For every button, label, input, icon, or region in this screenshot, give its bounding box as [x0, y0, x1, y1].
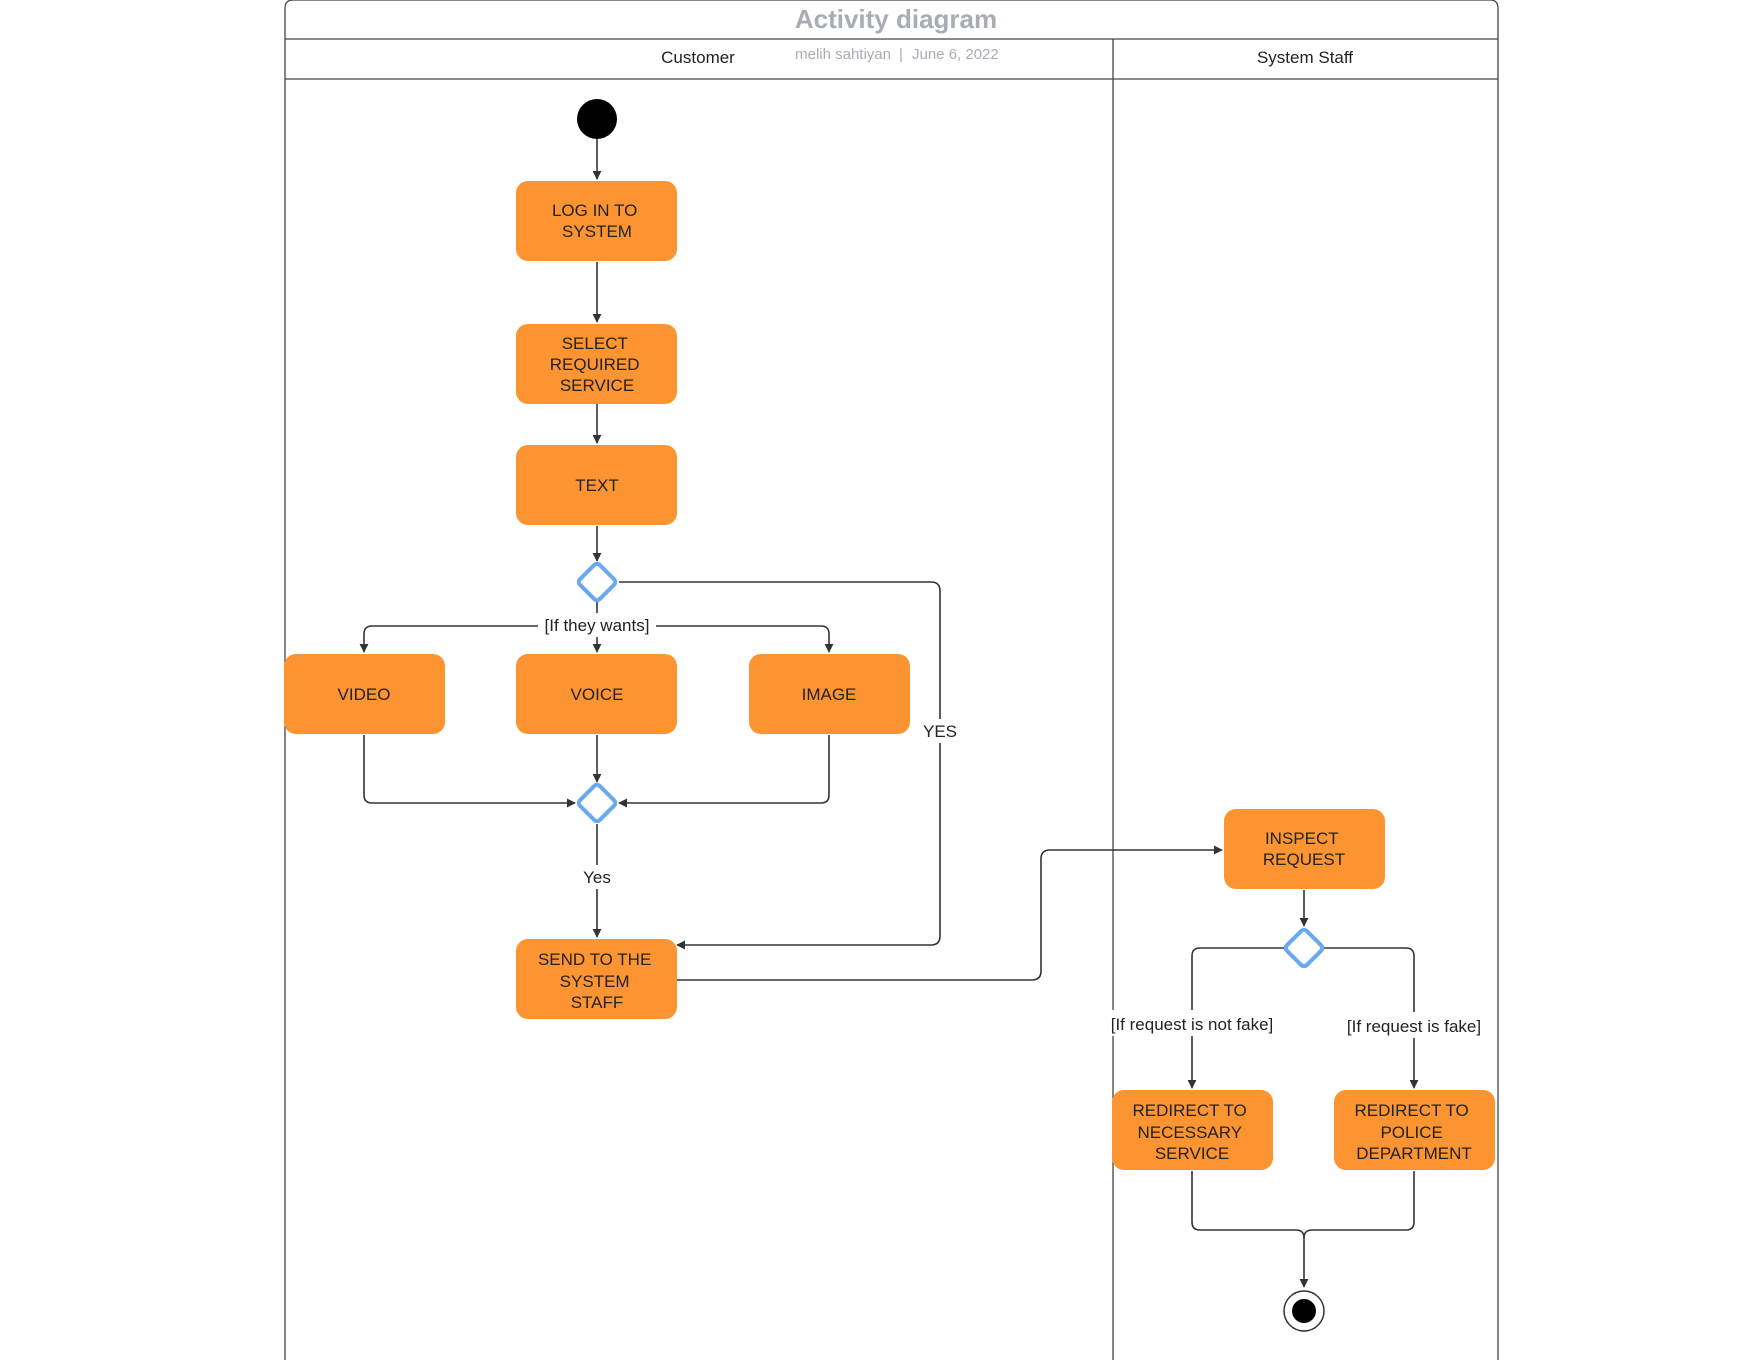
- activity-redirect-police-line-1: REDIRECT TO: [1354, 1101, 1468, 1120]
- activity-video: VIDEO: [284, 654, 445, 734]
- activity-voice: VOICE: [516, 654, 677, 734]
- svg-text:SEND TO THE SYSTEM: SEND TO THE SYSTEM STAFF: [538, 950, 656, 1012]
- activity-redirect-service-line-2: NECESSARY: [1138, 1123, 1242, 1142]
- activity-redirect-service: REDIRECT TO NECESSARY SERVICE: [1112, 1090, 1273, 1170]
- activity-video-label: VIDEO: [338, 685, 391, 704]
- activity-select-service: SELECT REQUIRED SERVICE: [516, 324, 677, 404]
- activity-redirect-police-line-2: POLICE: [1380, 1123, 1442, 1142]
- diagram-title: Activity diagram: [795, 4, 997, 34]
- activity-send-to-staff: SEND TO THE SYSTEM STAFF: [516, 939, 677, 1019]
- edge-police-join: [1303, 1171, 1415, 1239]
- label-yes-upper: YES: [923, 722, 957, 741]
- activity-send-line-3: STAFF: [571, 993, 624, 1012]
- activity-send-line-2: SYSTEM: [560, 972, 630, 991]
- lane-title-system-staff: System Staff: [1257, 48, 1353, 67]
- diagram-date: June 6, 2022: [912, 46, 999, 63]
- svg-text:REDIRECT TO POLICE: REDIRECT TO POLICE DEPARTMENT: [1354, 1101, 1473, 1163]
- activity-inspect-line-1: INSPECT: [1265, 829, 1338, 848]
- lane-title-customer: Customer: [661, 48, 735, 67]
- edge-service-join: [1191, 1171, 1305, 1239]
- diagram-author: melih sahtiyan: [795, 46, 891, 63]
- decision-diamond-media: [576, 561, 618, 603]
- activity-redirect-service-line-1: REDIRECT TO: [1132, 1101, 1246, 1120]
- svg-text:SELECT REQUIRED SE: SELECT REQUIRED SERVICE: [550, 334, 644, 395]
- decision-diamond-request: [1283, 927, 1325, 969]
- activity-image: IMAGE: [749, 654, 910, 734]
- merge-diamond-media: [576, 782, 618, 824]
- activity-voice-label: VOICE: [571, 685, 624, 704]
- svg-text:LOG IN TO SYSTEM: LOG IN TO SYSTEM: [552, 201, 642, 241]
- activity-log-in-line-1: LOG IN TO: [552, 201, 637, 220]
- activity-select-line-3: SERVICE: [560, 376, 634, 395]
- activity-inspect-line-2: REQUEST: [1263, 850, 1345, 869]
- edge-send-inspect: [677, 845, 1223, 981]
- activity-send-line-1: SEND TO THE: [538, 950, 651, 969]
- svg-text:INSPECT REQUEST: INSPECT REQUEST: [1263, 829, 1345, 869]
- activity-select-line-2: REQUIRED: [550, 355, 640, 374]
- activity-log-in-line-2: SYSTEM: [562, 222, 632, 241]
- activity-text-label: TEXT: [575, 476, 618, 495]
- edge-to-video: [359, 625, 597, 653]
- edge-to-image: [597, 625, 834, 653]
- label-yes-lower: Yes: [583, 868, 611, 887]
- label-request-not-fake: [If request is not fake]: [1111, 1015, 1274, 1034]
- edge-decision-send-yes: [619, 581, 941, 950]
- activity-log-in: LOG IN TO SYSTEM: [516, 181, 677, 261]
- subtitle-separator: |: [899, 46, 903, 63]
- activity-select-line-1: SELECT: [562, 334, 628, 353]
- activity-inspect-request: INSPECT REQUEST: [1224, 809, 1385, 889]
- activity-image-label: IMAGE: [802, 685, 857, 704]
- activity-redirect-police: REDIRECT TO POLICE DEPARTMENT: [1334, 1090, 1495, 1170]
- label-if-they-wants: [If they wants]: [545, 616, 650, 635]
- end-node: [1283, 1290, 1325, 1332]
- start-node: [577, 99, 617, 139]
- edge-video-merge: [363, 735, 576, 808]
- edge-image-merge: [618, 735, 830, 808]
- activity-text: TEXT: [516, 445, 677, 525]
- svg-text:REDIRECT TO NECESSARY: REDIRECT TO NECESSARY SERVICE: [1132, 1101, 1251, 1163]
- activity-redirect-service-line-3: SERVICE: [1155, 1144, 1229, 1163]
- edge-to-redirect-service: [1187, 947, 1284, 1089]
- edge-to-redirect-police: [1324, 947, 1419, 1089]
- label-request-fake: [If request is fake]: [1347, 1017, 1481, 1036]
- activity-redirect-police-line-3: DEPARTMENT: [1356, 1144, 1472, 1163]
